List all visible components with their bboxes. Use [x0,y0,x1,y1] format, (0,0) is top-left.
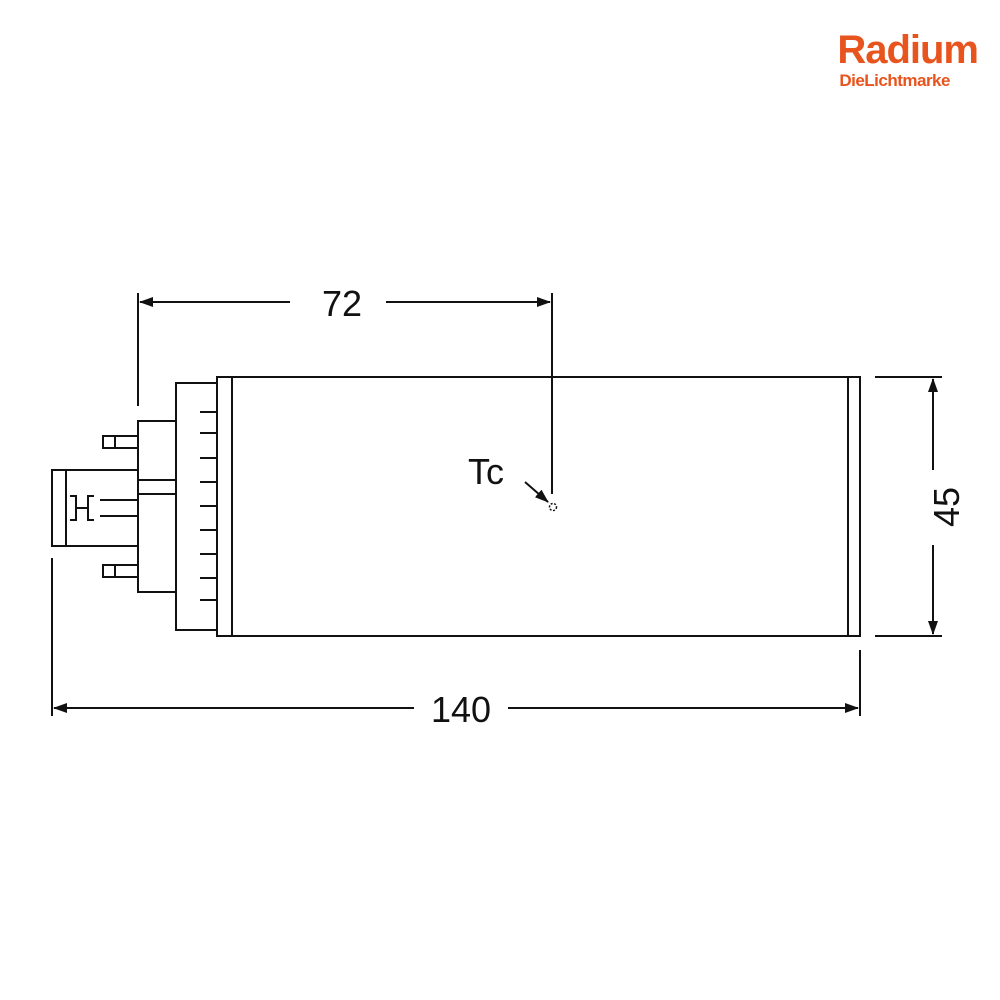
lamp-outline [51,376,861,637]
dimension-72 [137,293,553,494]
brand-logo: Radium DieLichtmarke [837,28,979,90]
pin-top [102,435,139,449]
lamp-tube [216,376,861,637]
tc-point [548,502,558,512]
base-block [137,420,177,593]
dimension-45-label: 45 [926,487,967,527]
tc-label: Tc [468,451,504,492]
dimension-140-label: 140 [431,689,491,730]
collar-ribs [200,411,217,601]
dimension-140 [51,558,861,716]
dimension-72-label: 72 [322,283,362,324]
pin-bottom [102,564,139,578]
base-key [51,469,138,547]
tc-pointer-arrow [524,481,549,503]
brand-name: Radium [837,28,979,72]
dimension-45 [875,376,942,637]
brand-tagline: DieLichtmarke [839,71,950,90]
